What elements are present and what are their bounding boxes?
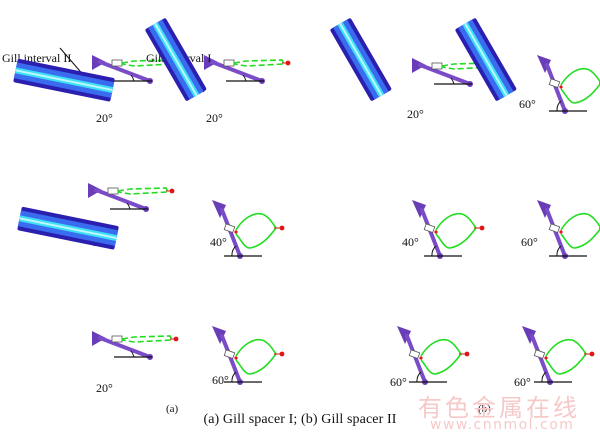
angle-label: 60° [212,373,229,387]
angle-label: 20° [96,111,113,125]
angle-label: 60° [519,97,536,111]
watermark-chinese: 有色金属在线 [418,394,580,422]
angle-label: 60° [390,375,407,389]
figure-caption: (a) Gill spacer I; (b) Gill spacer II [203,412,397,427]
panel-tag-a: (a) [166,403,179,415]
watermark-url: www.cnnmol.com [430,417,575,433]
angle-label: 40° [402,235,419,249]
panel-b: 20° 60° 40° 60° 60° 60° (b) [327,0,600,415]
angle-label: 40° [210,235,227,249]
assembly-b3-left [327,15,472,387]
panel-tag-b: (b) [478,403,491,415]
angle-label: 60° [521,235,538,249]
angle-label: 20° [96,381,113,395]
angle-label: 20° [206,111,223,125]
assembly-a3-left [15,204,181,362]
angle-label: 20° [407,107,424,121]
panel-a: Gill interval II Gill interval I 20° 20°… [2,0,293,415]
angle-label: 60° [514,375,531,389]
assembly-b2-right [467,0,600,261]
